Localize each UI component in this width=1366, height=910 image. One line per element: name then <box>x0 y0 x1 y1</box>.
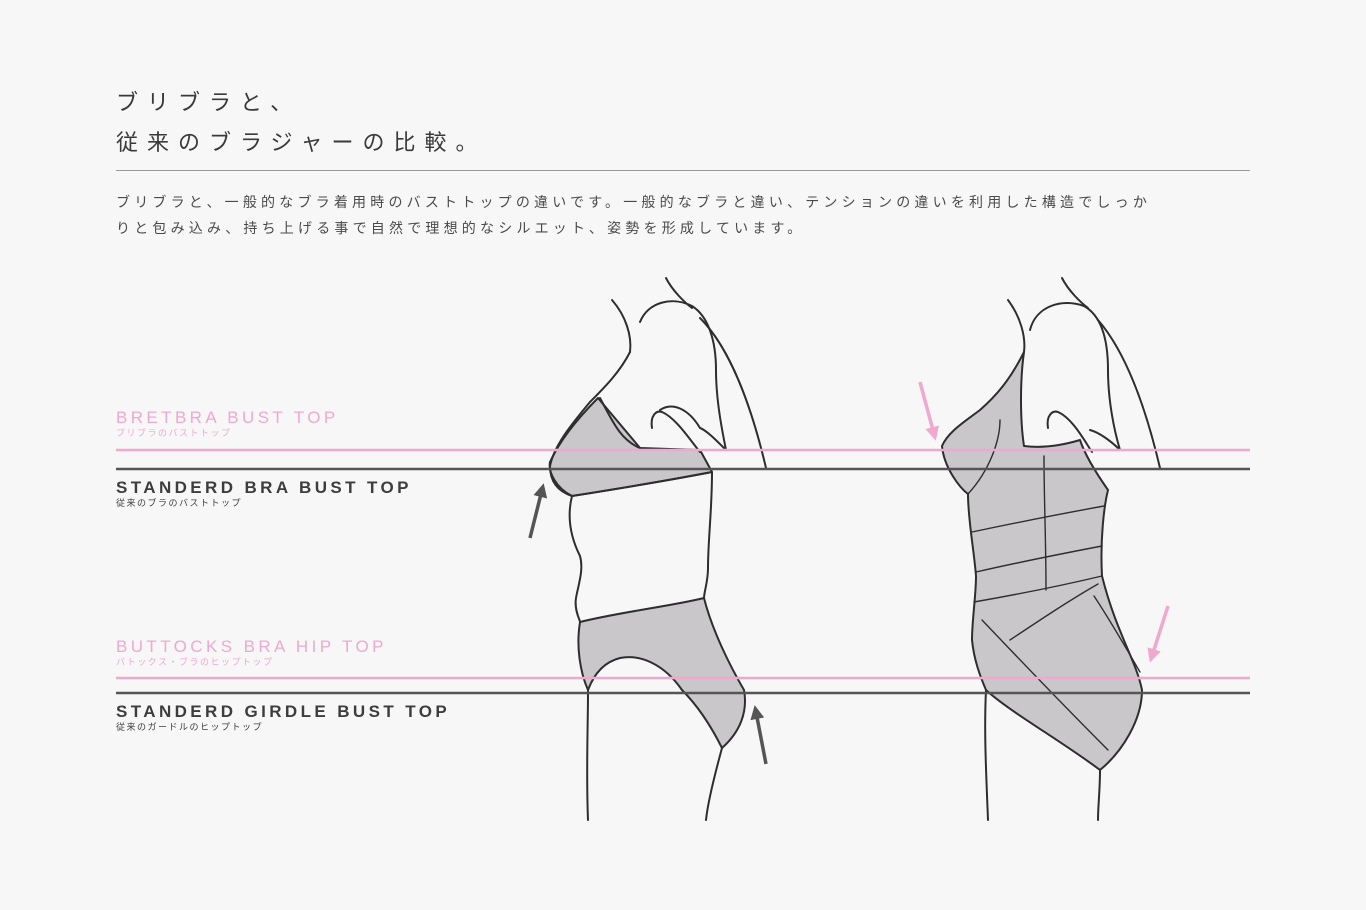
bretbra-bust-label-jp: ブリブラのバストトップ <box>116 429 232 439</box>
bretbra-seam-8 <box>1093 595 1141 673</box>
standard-leg-back <box>586 689 589 821</box>
standard-arm <box>639 300 727 451</box>
standard-girdle-label-en: STANDERD GIRDLE BUST TOP <box>116 702 451 721</box>
bretbra-bust-label: BRETBRA BUST TOP ブリブラのバストトップ <box>116 408 339 440</box>
bretbra-seam-5 <box>1043 455 1047 591</box>
standard-chest-front <box>699 317 767 469</box>
standard-front-torso <box>703 471 713 599</box>
buttocks-hip-label: BUTTOCKS BRA HIP TOP バトックス・ブラのヒップトップ <box>116 637 387 669</box>
standard-front-neck <box>665 277 693 309</box>
arrow-down-icon <box>918 381 939 441</box>
title-divider <box>116 170 1250 171</box>
bretbra-seam-6 <box>981 619 1109 751</box>
bretbra-seam-7 <box>1009 583 1099 641</box>
standard-girdle-label: STANDERD GIRDLE BUST TOP 従来のガードルのヒップトップ <box>116 702 450 734</box>
standard-girdle-shape <box>577 597 746 749</box>
description: ブリブラと、一般的なブラ着用時のバストトップの違いです。一般的なブラと違い、テン… <box>116 190 1256 242</box>
bretbra-bust-label-en: BRETBRA BUST TOP <box>116 408 339 427</box>
description-line-2: りと包み込み、持ち上げる事で自然で理想的なシルエット、姿勢を形成しています。 <box>116 221 806 237</box>
arrow-up-icon <box>750 705 768 765</box>
standard-bra-bust-label-en: STANDERD BRA BUST TOP <box>116 478 412 497</box>
arrow-down-icon <box>1147 605 1170 663</box>
bretbra-chest-front <box>1097 319 1161 469</box>
bretbra-leg-back <box>984 689 989 821</box>
standard-hand <box>650 410 701 453</box>
bretbra-seam-4 <box>973 575 1103 603</box>
standard-figure <box>548 277 767 821</box>
bretbra-arm <box>1029 302 1121 451</box>
standard-bra-bust-label: STANDERD BRA BUST TOP 従来のブラのバストトップ <box>116 478 412 510</box>
title-line-2: 従来のブラジャーの比較。 <box>116 131 487 156</box>
title-line-1: ブリブラと、 <box>116 91 302 116</box>
standard-leg-front <box>705 747 723 821</box>
bretbra-back-neck <box>1007 299 1026 353</box>
standard-waist <box>568 495 583 623</box>
bretbra-leg-front <box>1097 769 1101 821</box>
standard-back-neck <box>611 299 632 353</box>
bretbra-seam-3 <box>975 545 1103 573</box>
bretbra-seam-1 <box>967 419 1001 495</box>
page-title: ブリブラと、 従来のブラジャーの比較。 <box>116 84 486 164</box>
standard-bra-cup-line <box>599 397 641 449</box>
standard-back <box>549 351 631 497</box>
arrow-up-icon <box>528 483 548 539</box>
buttocks-hip-label-en: BUTTOCKS BRA HIP TOP <box>116 637 387 656</box>
buttocks-hip-label-jp: バトックス・ブラのヒップトップ <box>116 658 274 668</box>
bretbra-hand <box>1046 410 1093 453</box>
standard-bra-underband <box>571 471 713 497</box>
description-line-1: ブリブラと、一般的なブラ着用時のバストトップの違いです。一般的なブラと違い、テン… <box>116 195 1152 211</box>
bretbra-seam-2 <box>971 505 1105 533</box>
standard-bra-bust-label-jp: 従来のブラのバストトップ <box>116 499 243 509</box>
bretbra-figure <box>941 277 1161 821</box>
standard-girdle-label-jp: 従来のガードルのヒップトップ <box>116 723 264 733</box>
